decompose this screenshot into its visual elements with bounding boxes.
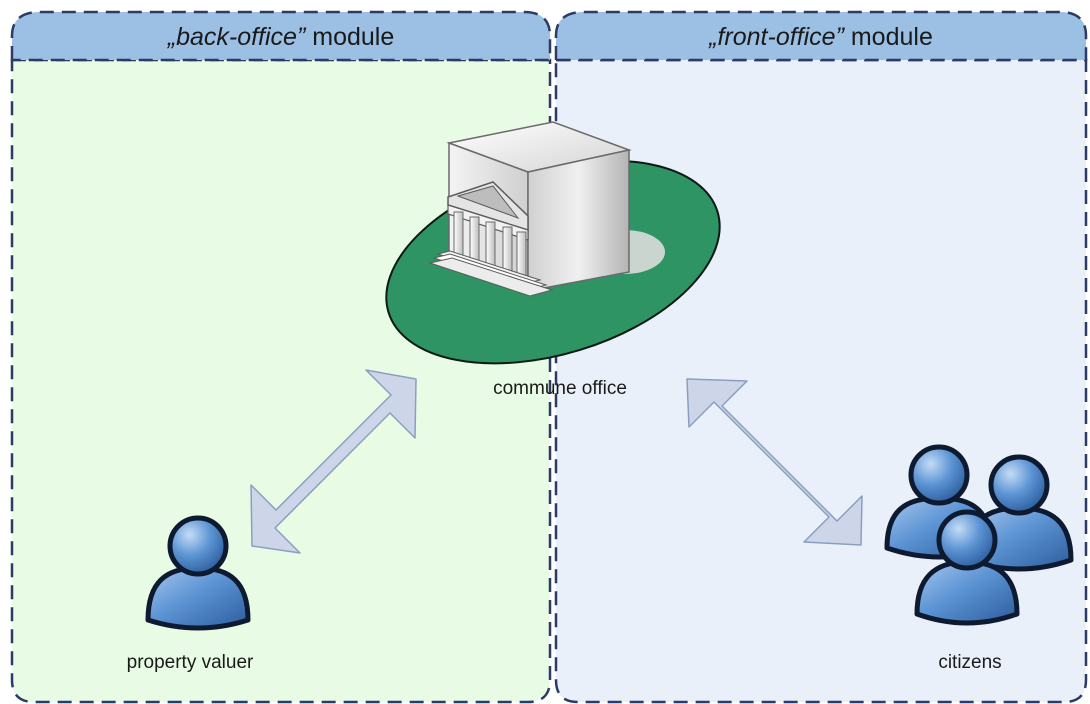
office-citizens-arrow bbox=[686, 378, 863, 546]
back-office-suffix: module bbox=[305, 23, 395, 51]
people-group-icon bbox=[884, 444, 1074, 626]
government-building-icon bbox=[385, 121, 721, 365]
person-icon bbox=[145, 515, 251, 631]
commune-office-label: commune office bbox=[493, 378, 627, 399]
front-office-name: „front-office” bbox=[709, 23, 844, 51]
front-office-suffix: module bbox=[843, 23, 933, 51]
back-office-module-title: „back-office” module bbox=[12, 19, 550, 55]
front-office-module-title: „front-office” module bbox=[556, 19, 1086, 55]
back-office-name: „back-office” bbox=[167, 23, 306, 51]
citizens-label: citizens bbox=[938, 652, 1002, 673]
property-valuer-label: property valuer bbox=[126, 652, 254, 673]
valuer-office-arrow bbox=[250, 369, 417, 554]
back-office-panel bbox=[10, 10, 552, 704]
